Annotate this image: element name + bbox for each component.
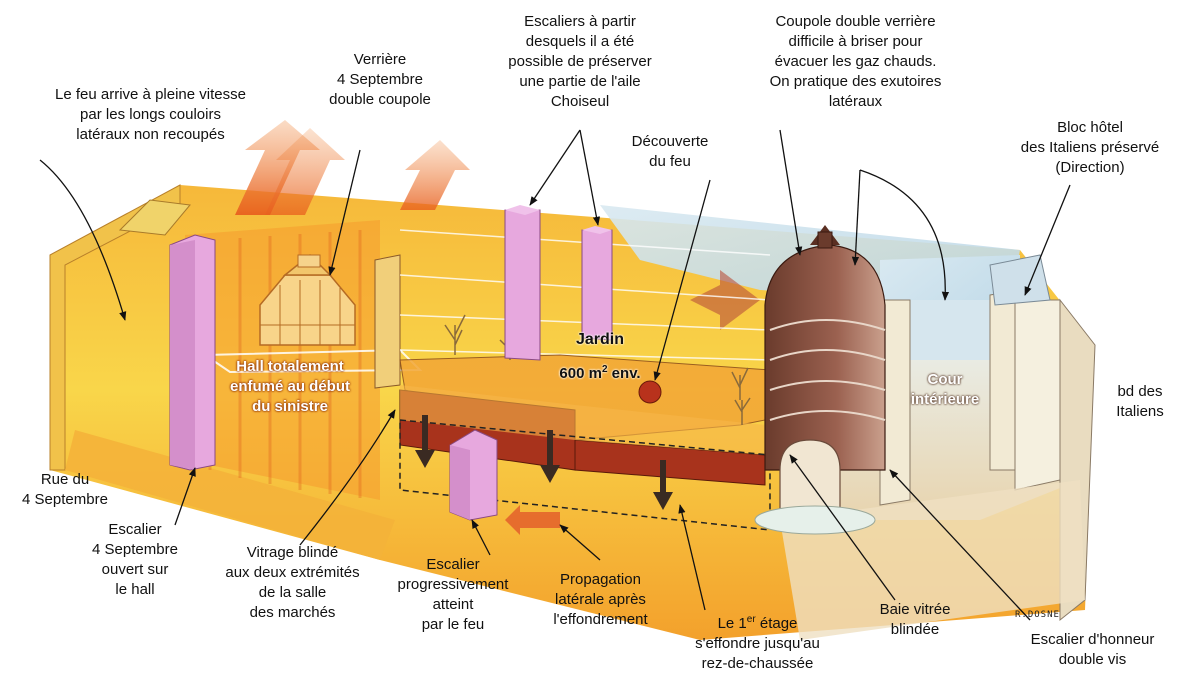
label-escalier-4-septembre: Escalier 4 Septembre ouvert sur le hall (92, 521, 178, 598)
callout-lines (39, 129, 1071, 621)
stairs-choiseul (504, 205, 613, 361)
label-bloc-hotel: Bloc hôtel des Italiens préservé (Direct… (1020, 119, 1160, 176)
inset-hall: Hall totalement enfumé au début du sinis… (229, 358, 350, 415)
etage-sup: er (746, 614, 756, 625)
surface-suffix: env. (607, 365, 641, 382)
central-section (374, 229, 771, 531)
inset-cour: Cour intérieure (910, 371, 980, 408)
inset-jardin: Jardin (575, 331, 624, 348)
stair-4-septembre (169, 234, 216, 471)
label-decouverte-feu: Découverte du feu (631, 133, 709, 170)
inset-surface: 600 m2 env. (520, 360, 680, 384)
label-baie-vitree: Baie vitrée blindée (879, 601, 951, 638)
stair-progressive (449, 429, 498, 521)
etage-rest: s'effondre jusqu'au rez-de-chaussée (695, 635, 820, 672)
label-etage-effondre: Le 1er étage s'effondre jusqu'au rez-de-c… (670, 610, 845, 674)
rising-flames (235, 120, 760, 535)
label-coupole-double: Coupole double verrière difficile à bris… (769, 13, 942, 110)
label-vitrage-blinde: Vitrage blindé aux deux extrémités de la… (225, 544, 360, 621)
label-rue-4-septembre: Rue du 4 Septembre (22, 471, 108, 508)
etage-suffix: étage (755, 615, 798, 632)
label-propagation: Propagation latérale après l'effondremen… (553, 571, 648, 628)
label-bd-italiens: bd des Italiens (1116, 383, 1164, 420)
label-verriere: Verrière 4 Septembre double coupole (329, 51, 431, 108)
hall (185, 220, 423, 500)
label-escalier-progressif: Escalier progressivement atteint par le … (397, 556, 509, 633)
dome-coupole (754, 225, 886, 535)
surface-sup: 2 (601, 364, 608, 375)
surface-prefix: 600 m (559, 365, 602, 382)
etage-prefix: Le 1 (717, 615, 747, 632)
label-escaliers-choiseul: Escaliers à partir desquels il a été pos… (508, 13, 652, 110)
artist-signature: R.DOSNE (1015, 610, 1060, 620)
label-fire-corridors: Le feu arrive à pleine vitesse par les l… (55, 86, 246, 143)
label-escalier-honneur: Escalier d'honneur double vis (1030, 631, 1155, 668)
